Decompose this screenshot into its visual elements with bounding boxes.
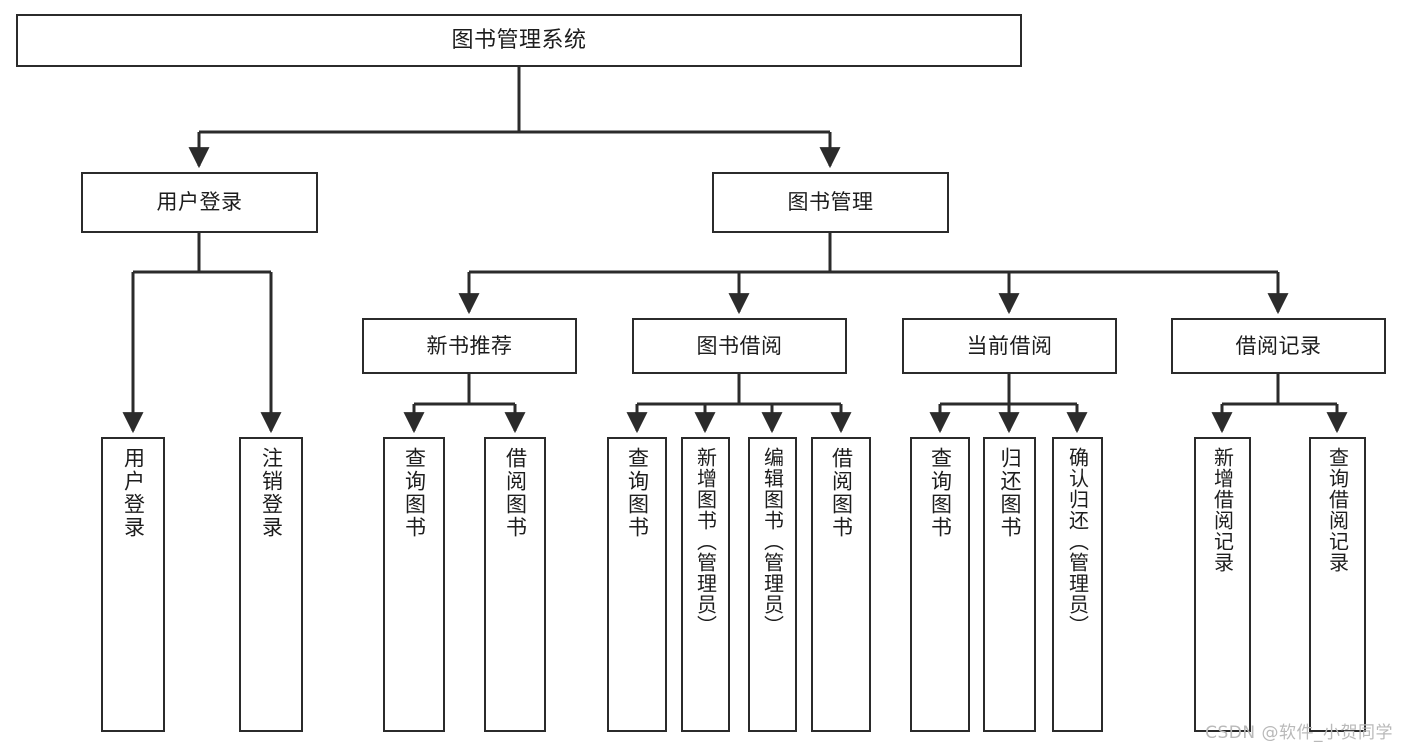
node-label: 查询图书 [625,447,650,539]
node-label: 图书管理系统 [451,27,587,53]
node-label: 注销登录 [259,447,284,539]
node-label: 编辑图书（管理员） [760,447,785,636]
leaf-add-borrow-record[interactable]: 新增借阅记录 [1194,437,1251,732]
node-root-system[interactable]: 图书管理系统 [16,14,1022,67]
leaf-borrow-book-recommend[interactable]: 借阅图书 [484,437,546,732]
node-label: 新书推荐 [426,333,513,358]
node-user-login[interactable]: 用户登录 [81,172,318,233]
leaf-add-book[interactable]: 新增图书（管理员） [681,437,730,732]
leaf-query-borrow-record[interactable]: 查询借阅记录 [1309,437,1366,732]
node-label: 新增图书（管理员） [693,447,718,636]
node-label: 图书借阅 [696,333,783,358]
leaf-confirm-return[interactable]: 确认归还（管理员） [1052,437,1103,732]
node-borrow-record[interactable]: 借阅记录 [1171,318,1386,374]
leaf-edit-book[interactable]: 编辑图书（管理员） [748,437,797,732]
node-label: 归还图书 [998,447,1023,539]
node-label: 借阅图书 [503,447,528,539]
leaf-user-logout[interactable]: 注销登录 [239,437,303,732]
node-book-manage[interactable]: 图书管理 [712,172,949,233]
node-book-borrow[interactable]: 图书借阅 [632,318,847,374]
node-new-book-recommend[interactable]: 新书推荐 [362,318,577,374]
node-current-borrow[interactable]: 当前借阅 [902,318,1117,374]
node-label: 用户登录 [121,447,146,539]
node-label: 查询图书 [402,447,427,539]
node-label: 借阅图书 [829,447,854,539]
leaf-borrow-book[interactable]: 借阅图书 [811,437,871,732]
node-label: 确认归还（管理员） [1065,447,1090,636]
leaf-return-book[interactable]: 归还图书 [983,437,1036,732]
node-label: 借阅记录 [1235,333,1322,358]
leaf-user-login[interactable]: 用户登录 [101,437,165,732]
node-label: 查询借阅记录 [1325,447,1350,573]
node-label: 图书管理 [787,190,874,215]
leaf-query-book-recommend[interactable]: 查询图书 [383,437,445,732]
node-label: 查询图书 [928,447,953,539]
watermark-credit: CSDN @软件_小贺同学 [1205,723,1393,743]
node-label: 当前借阅 [966,333,1053,358]
leaf-query-book-borrow[interactable]: 查询图书 [607,437,667,732]
node-label: 用户登录 [156,190,243,215]
leaf-query-book-current[interactable]: 查询图书 [910,437,970,732]
node-label: 新增借阅记录 [1210,447,1235,573]
